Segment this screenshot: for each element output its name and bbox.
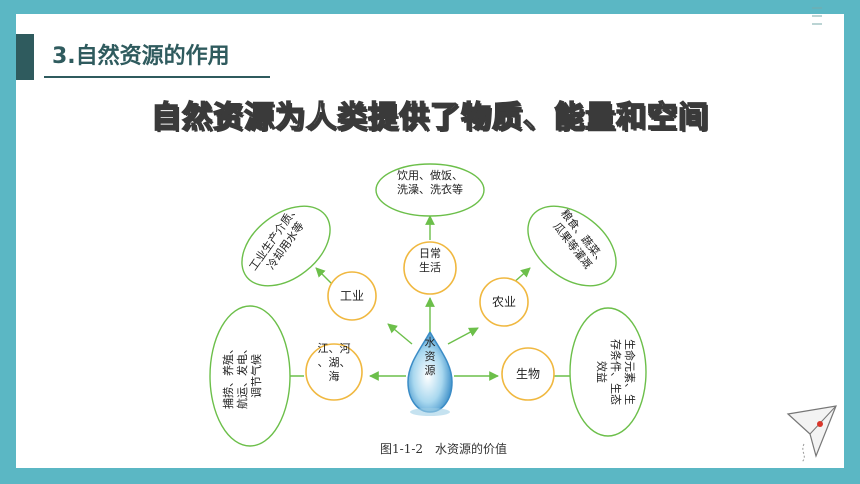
desc-rivers-seas: 捕捞、养殖、航运、发电、调节气候 xyxy=(209,305,291,447)
figure-caption: 图1-1-2 水资源的价值 xyxy=(380,442,508,456)
node-industry: 工业 xyxy=(327,271,377,321)
desc-daily-life: 饮用、做饭、洗澡、洗衣等 xyxy=(375,163,485,217)
section-underline xyxy=(44,76,270,78)
arrows xyxy=(267,215,583,381)
svg-text:捕捞、养殖、航运、发电、调节气候: 捕捞、养殖、航运、发电、调节气候 xyxy=(221,343,263,409)
svg-text:饮用、做饭、洗澡、洗衣等: 饮用、做饭、洗澡、洗衣等 xyxy=(397,168,463,196)
svg-text:生物: 生物 xyxy=(516,367,540,381)
svg-text:工业: 工业 xyxy=(340,289,364,303)
section-bar xyxy=(16,34,34,80)
node-daily-life: 日常生活 xyxy=(403,241,457,295)
node-rivers-seas: 江、河、湖、海 xyxy=(305,342,363,401)
water-resource-diagram: 水资源 日常生活 工业 农业 江、河、湖、 xyxy=(209,163,647,447)
svg-text:生命元素、生存条件、生态效益: 生命元素、生存条件、生态效益 xyxy=(595,339,637,405)
node-organisms: 生物 xyxy=(501,347,555,401)
paper-plane-icon xyxy=(786,405,837,463)
headline: 自然资源为人类提供了物质、能量和空间 xyxy=(150,99,709,135)
svg-text:江、河、湖、海: 江、河、湖、海 xyxy=(318,342,351,383)
section-title: 3.自然资源的作用 xyxy=(52,44,230,69)
corner-marks-icon xyxy=(812,7,822,25)
svg-text:日常生活: 日常生活 xyxy=(419,247,441,274)
slide: 3.自然资源的作用 自然资源为人类提供了物质、能量和空间 水资源 xyxy=(16,14,844,468)
desc-industry: 工业生产介质、冷却用水等 xyxy=(241,202,331,287)
desc-organisms: 生命元素、生存条件、生态效益 xyxy=(569,307,647,437)
node-agriculture: 农业 xyxy=(479,277,529,327)
center-label: 水资源 xyxy=(425,336,436,377)
svg-text:农业: 农业 xyxy=(492,295,516,309)
desc-agriculture: 粮食、蔬菜、瓜果等灌溉 xyxy=(527,205,617,287)
water-drop-icon xyxy=(407,330,453,416)
